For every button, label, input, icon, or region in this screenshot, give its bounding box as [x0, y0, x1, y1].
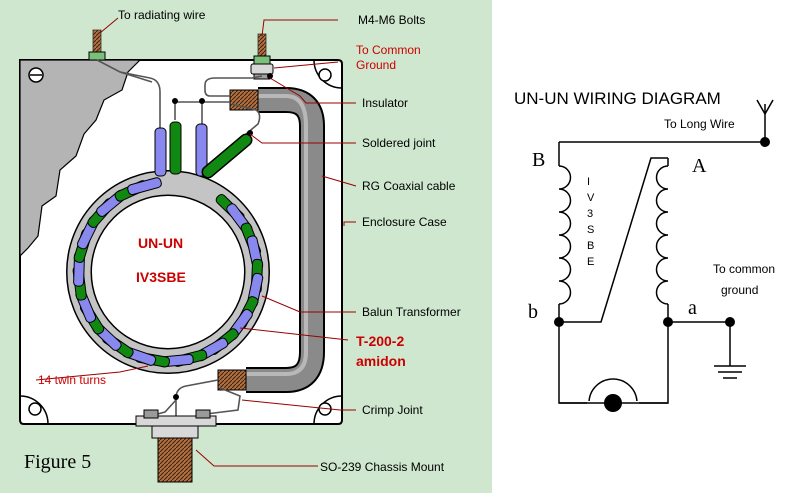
winding-band [127, 177, 162, 196]
label-core-1: T-200-2 [356, 333, 404, 349]
solder-joint-dot [199, 98, 205, 104]
figure-caption: Figure 5 [24, 451, 91, 473]
label-balun: Balun Transformer [362, 305, 461, 319]
label-to-common-ground-2: Ground [356, 58, 396, 72]
label-turns: 14 twin turns [38, 373, 106, 387]
coil-letter: I [587, 176, 590, 188]
node-b-dot [554, 317, 564, 327]
screw-icon [28, 67, 44, 83]
center-label-line1: UN-UN [138, 235, 183, 251]
node-label-b: b [528, 301, 538, 323]
node-label-A: A [692, 155, 707, 177]
coil-letter: 3 [587, 208, 593, 220]
node-label-a: a [688, 297, 697, 319]
node-a-dot [663, 317, 673, 327]
ground-bolt [250, 33, 274, 80]
schematic-nodes [554, 137, 770, 327]
solder-joint-dot [247, 130, 253, 136]
schematic-title: UN-UN WIRING DIAGRAM [514, 89, 721, 108]
center-label-line2: IV3SBE [136, 269, 186, 285]
label-to-common-1: To common [713, 262, 775, 276]
screw-hole-icon [28, 402, 42, 416]
label-to-radiating-wire: To radiating wire [118, 8, 206, 22]
schematic-panel [492, 0, 807, 493]
coil-text: IV 3SBE [587, 176, 595, 268]
screw-hole-icon [318, 68, 332, 82]
node-label-B: B [532, 149, 545, 171]
toroid-windings [72, 177, 264, 368]
leader-lines [35, 17, 357, 467]
radiating-wire-bolt [88, 29, 106, 61]
coil-letter: E [587, 256, 594, 268]
coil-letter: S [587, 224, 594, 236]
node-ground-dot [725, 317, 735, 327]
label-insulator: Insulator [362, 96, 408, 110]
label-to-long-wire: To Long Wire [664, 117, 735, 131]
node-antenna-dot [760, 137, 770, 147]
ground-joint-dot [267, 73, 273, 79]
so239-connector [135, 409, 217, 483]
coil-letter: B [587, 240, 594, 252]
label-bolts: M4-M6 Bolts [358, 13, 425, 27]
winding-leads [154, 121, 253, 179]
crimp-joint-dot [173, 394, 179, 400]
label-soldered-joint: Soldered joint [362, 136, 436, 150]
label-core-2: amidon [356, 353, 406, 369]
label-to-common-ground-1: To Common [356, 43, 421, 57]
label-to-common-2: ground [721, 283, 758, 297]
solder-joint-dot [172, 98, 178, 104]
rg-coax-cable [217, 87, 325, 393]
coil-letter: V [587, 192, 595, 204]
label-rg-coax: RG Coaxial cable [362, 179, 456, 193]
label-enclosure: Enclosure Case [362, 215, 447, 229]
label-crimp: Crimp Joint [362, 403, 423, 417]
label-so239: SO-239 Chassis Mount [320, 460, 445, 474]
cutaway-area [19, 59, 142, 258]
coax-connector-symbol [559, 378, 668, 412]
